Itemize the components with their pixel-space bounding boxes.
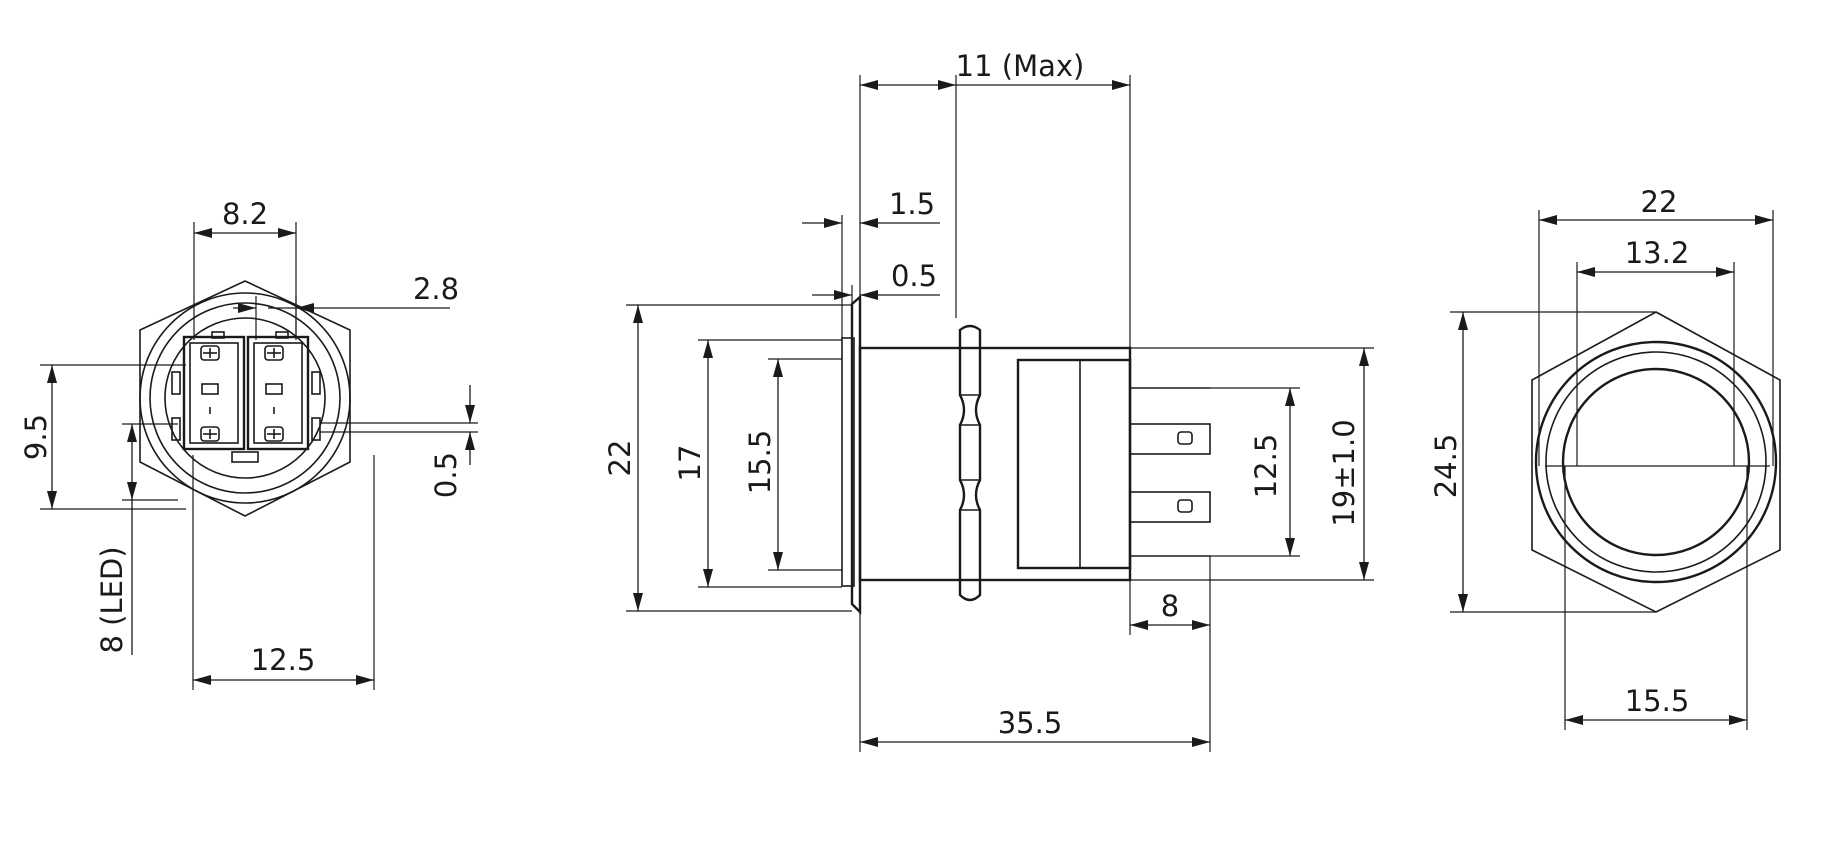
rear-terminal-block-right [246,335,310,451]
dim-side-15-5-label: 15.5 [743,430,777,495]
dim-front-22-label: 22 [1641,185,1678,219]
side-terminal-top [1129,423,1211,455]
dim-side-12-5: 12.5 [1210,387,1300,557]
dim-rear-8-led-label: 8 (LED) [95,546,129,653]
dim-rear-8-led: 8 (LED) [95,423,178,655]
dim-side-8-label: 8 [1161,589,1179,623]
rear-led-bottom-tab [231,451,259,463]
rear-terminal-block-right-inner [253,342,303,444]
rear-led-tab-right-low [311,417,321,441]
dim-front-13-2: 13.2 [1576,236,1735,466]
front-button [1561,367,1751,557]
dim-side-1-5-label: 1.5 [889,187,935,221]
rear-led-tab-right [311,371,321,395]
dim-side-22-label: 22 [603,440,637,477]
dim-front-24-5: 24.5 [1429,311,1656,613]
rear-view: 8.2 2.8 9.5 8 (LED) [19,197,478,690]
rear-terminal-symbols [200,345,284,442]
dim-side-11-max: 11 (Max) [859,49,1131,355]
dim-rear-2-8: 2.8 [233,272,459,340]
rear-hex-nut [139,280,351,517]
dim-front-22: 22 [1538,185,1774,466]
side-rear-housing [1016,358,1132,570]
dim-rear-9-5-label: 9.5 [19,414,53,460]
dim-rear-9-5: 9.5 [19,364,186,510]
dim-rear-12-5-label: 12.5 [251,643,316,677]
dim-rear-0-5-label: 0.5 [429,452,463,498]
rear-terminal-block-left [182,335,246,451]
rear-led-tab-left [171,371,181,395]
front-hex-nut [1531,311,1781,613]
dim-front-13-2-label: 13.2 [1625,236,1690,270]
front-view: 22 13.2 24.5 15.5 [1429,185,1781,730]
side-hex-nut [958,324,982,602]
front-bezel-outer [1534,340,1778,584]
dim-side-15-5: 15.5 [743,358,842,571]
dim-side-35-5: 35.5 [859,612,1211,752]
dim-front-15-5-label: 15.5 [1625,684,1690,718]
dim-side-19-label: 19±1.0 [1327,419,1361,526]
dim-rear-12-5: 12.5 [192,455,375,690]
dim-side-22: 22 [603,304,852,612]
side-body-barrel [858,346,1132,582]
dim-side-1-5: 1.5 [802,187,940,338]
dim-side-0-5: 0.5 [812,259,940,304]
rear-led-tab-left-low [171,417,181,441]
dim-side-19: 19±1.0 [1130,347,1374,581]
dim-rear-0-5: 0.5 [320,385,478,498]
rear-terminal-block-left-inner [189,342,239,444]
rear-bezel-inner [149,302,341,494]
rear-housing [164,317,326,479]
rear-bezel-outer [139,292,351,504]
side-terminal-bottom [1129,491,1211,523]
dim-side-12-5-label: 12.5 [1249,434,1283,499]
dim-side-17: 17 [673,339,842,588]
dim-side-11-max-label: 11 (Max) [956,49,1085,83]
dim-rear-2-8-label: 2.8 [413,272,459,306]
dim-side-35-5-label: 35.5 [998,706,1063,740]
dim-front-15-5: 15.5 [1564,466,1748,730]
side-bezel-face [841,337,855,587]
side-view: 11 (Max) 1.5 0.5 22 [603,49,1374,752]
dim-rear-8-2-label: 8.2 [222,197,268,231]
dim-side-8: 8 [1129,556,1211,635]
dim-side-0-5-label: 0.5 [891,259,937,293]
dim-front-24-5-label: 24.5 [1429,434,1463,499]
dim-side-17-label: 17 [673,445,707,482]
front-bezel-ring [1545,351,1767,573]
